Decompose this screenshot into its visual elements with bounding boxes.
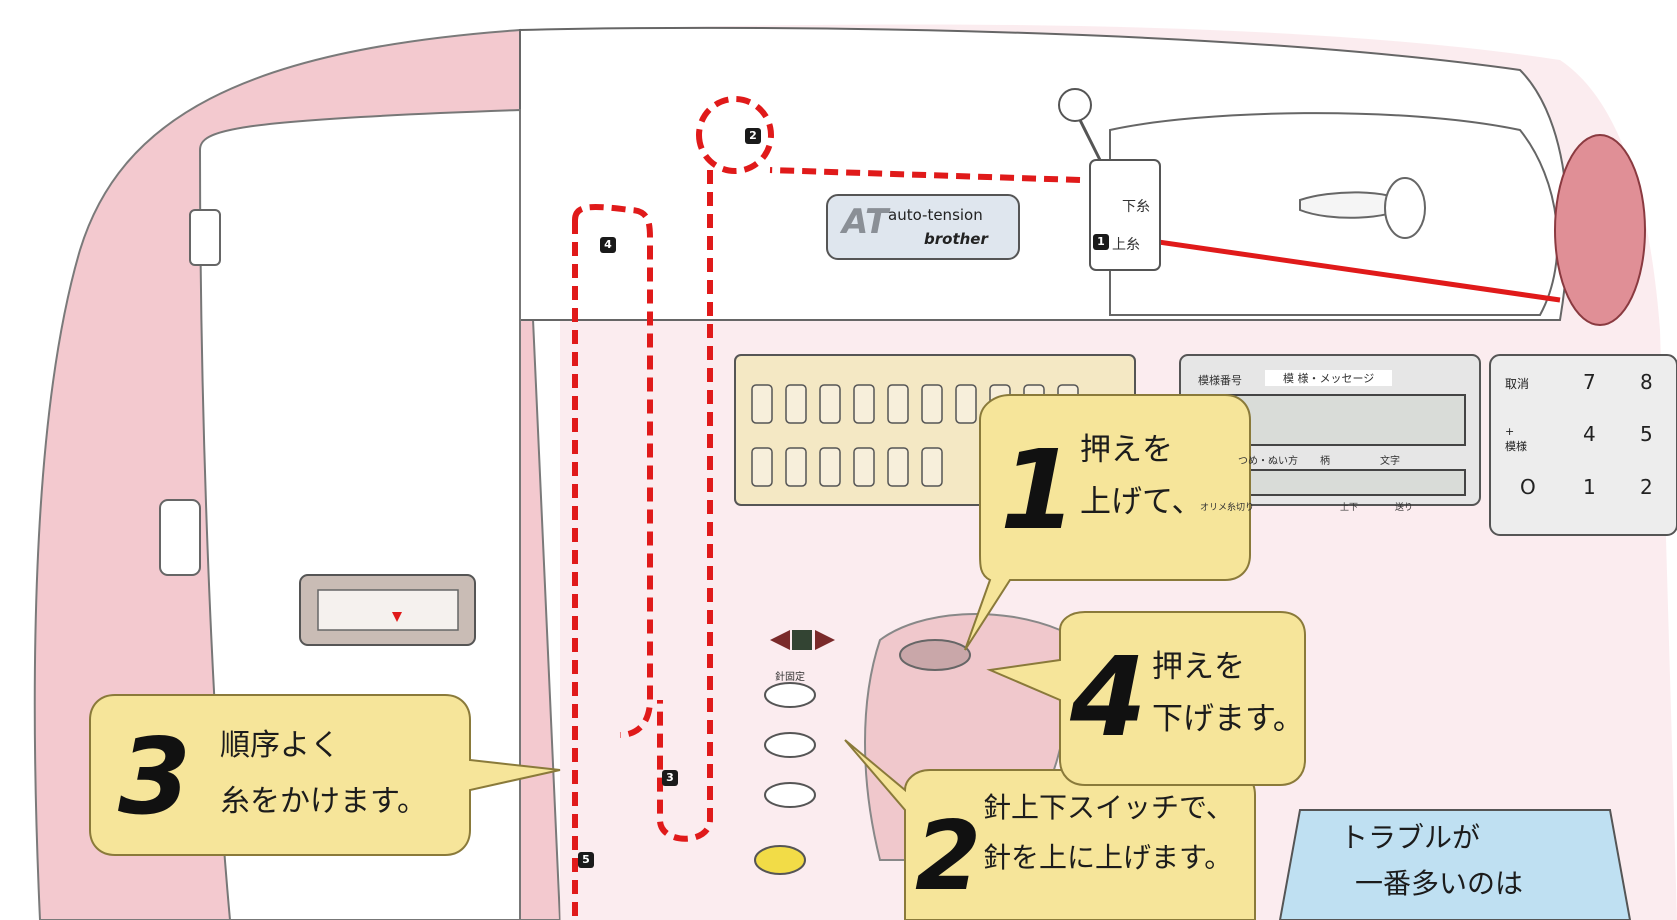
start-stop-button: [754, 845, 806, 875]
callout-2-line1: 針上下スイッチで、: [983, 791, 1234, 824]
thread-path-vertical: [657, 170, 713, 842]
note-shape: [1278, 809, 1632, 920]
step-marker-4: 4: [600, 237, 616, 253]
callout-4-line2: 下げます。: [1152, 701, 1304, 737]
spool-cap: [1384, 177, 1426, 239]
callout-2: 2 針上下スイッチで、 針を上に上げます。: [905, 770, 1255, 920]
reverse-button: [764, 782, 816, 808]
key-1[interactable]: 1: [1583, 475, 1596, 499]
window-marker: [392, 612, 402, 622]
lower-thread-label: 下糸: [1122, 199, 1150, 215]
key-7[interactable]: 7: [1583, 370, 1596, 394]
key-0[interactable]: O: [1520, 475, 1536, 499]
side-bracket-upper: [189, 209, 221, 266]
callout-4: 4 押えを 下げます。: [1060, 612, 1305, 785]
callout-1-line1: 押えを: [1080, 432, 1173, 468]
logo-mark: AT: [842, 202, 889, 242]
bubble-3-shape: [89, 694, 561, 856]
auto-tension-logo: AT auto-tension brother: [826, 194, 1020, 260]
callout-1: 1 押えを 上げて、: [980, 395, 1250, 580]
display-row-label-1: つめ・ぬい方: [1238, 456, 1298, 467]
logo-line2: brother: [924, 230, 988, 248]
callout-3-line2: 糸をかけます。: [220, 784, 427, 819]
display-row-label-2: 柄: [1320, 456, 1330, 467]
display-row-label-3: 文字: [1380, 456, 1400, 467]
needle-updown-button: [764, 732, 816, 758]
display-header-label: 模様番号: [1198, 374, 1242, 387]
callout-4-number: 4: [1070, 633, 1147, 761]
callout-3-number: 3: [118, 716, 192, 838]
display-header-value: 模 様・メッセージ: [1265, 370, 1393, 386]
callout-4-line1: 押えを: [1152, 649, 1245, 685]
display-bottom-label-2: 上下: [1340, 503, 1359, 513]
display-bottom-label-1: オリメ糸切り: [1200, 503, 1255, 513]
thread-path-to-spool: [1109, 232, 1561, 303]
handwheel: [1554, 134, 1646, 326]
trouble-note-line2: 一番多いのは: [1355, 867, 1524, 900]
bubble-1-shape: [964, 394, 1251, 651]
tension-stem: [1078, 119, 1102, 161]
key-plus-pattern[interactable]: + 模様: [1505, 425, 1527, 453]
logo-line1: auto-tension: [888, 206, 983, 224]
thread-path-upper: [696, 96, 1081, 183]
bubble-4-shape: [986, 611, 1306, 786]
callout-2-number: 2: [915, 802, 982, 912]
needle-fix-button: [764, 682, 816, 708]
callout-1-number: 1: [1000, 426, 1077, 554]
callout-2-line2: 針を上に上げます。: [983, 841, 1233, 874]
upper-thread-label: 上糸: [1112, 237, 1140, 253]
key-cancel[interactable]: 取消: [1505, 377, 1530, 391]
key-5[interactable]: 5: [1640, 422, 1653, 446]
needle-fix-label: 針固定: [775, 672, 805, 683]
key-4[interactable]: 4: [1583, 422, 1596, 446]
display-bottom-label-3: 送り: [1395, 503, 1414, 513]
step-marker-1: 1: [1093, 234, 1109, 250]
key-8[interactable]: 8: [1640, 370, 1653, 394]
side-bracket-lower: [159, 499, 201, 576]
step-marker-3: 3: [662, 770, 678, 786]
arrow-buttons: [770, 630, 835, 650]
tension-knob: [1058, 88, 1092, 122]
keypad-housing: [1489, 354, 1677, 536]
callout-1-line2: 上げて、: [1080, 484, 1203, 520]
callout-3: 3 順序よく 糸をかけます。: [90, 695, 470, 855]
key-2[interactable]: 2: [1640, 475, 1653, 499]
trouble-note: トラブルが 一番多いのは: [1280, 810, 1630, 920]
presser-lever: [899, 639, 971, 671]
step-marker-2: 2: [745, 128, 761, 144]
callout-3-line1: 順序よく: [220, 728, 340, 763]
step-marker-5: 5: [578, 852, 594, 868]
trouble-note-line1: トラブルが: [1340, 821, 1481, 854]
